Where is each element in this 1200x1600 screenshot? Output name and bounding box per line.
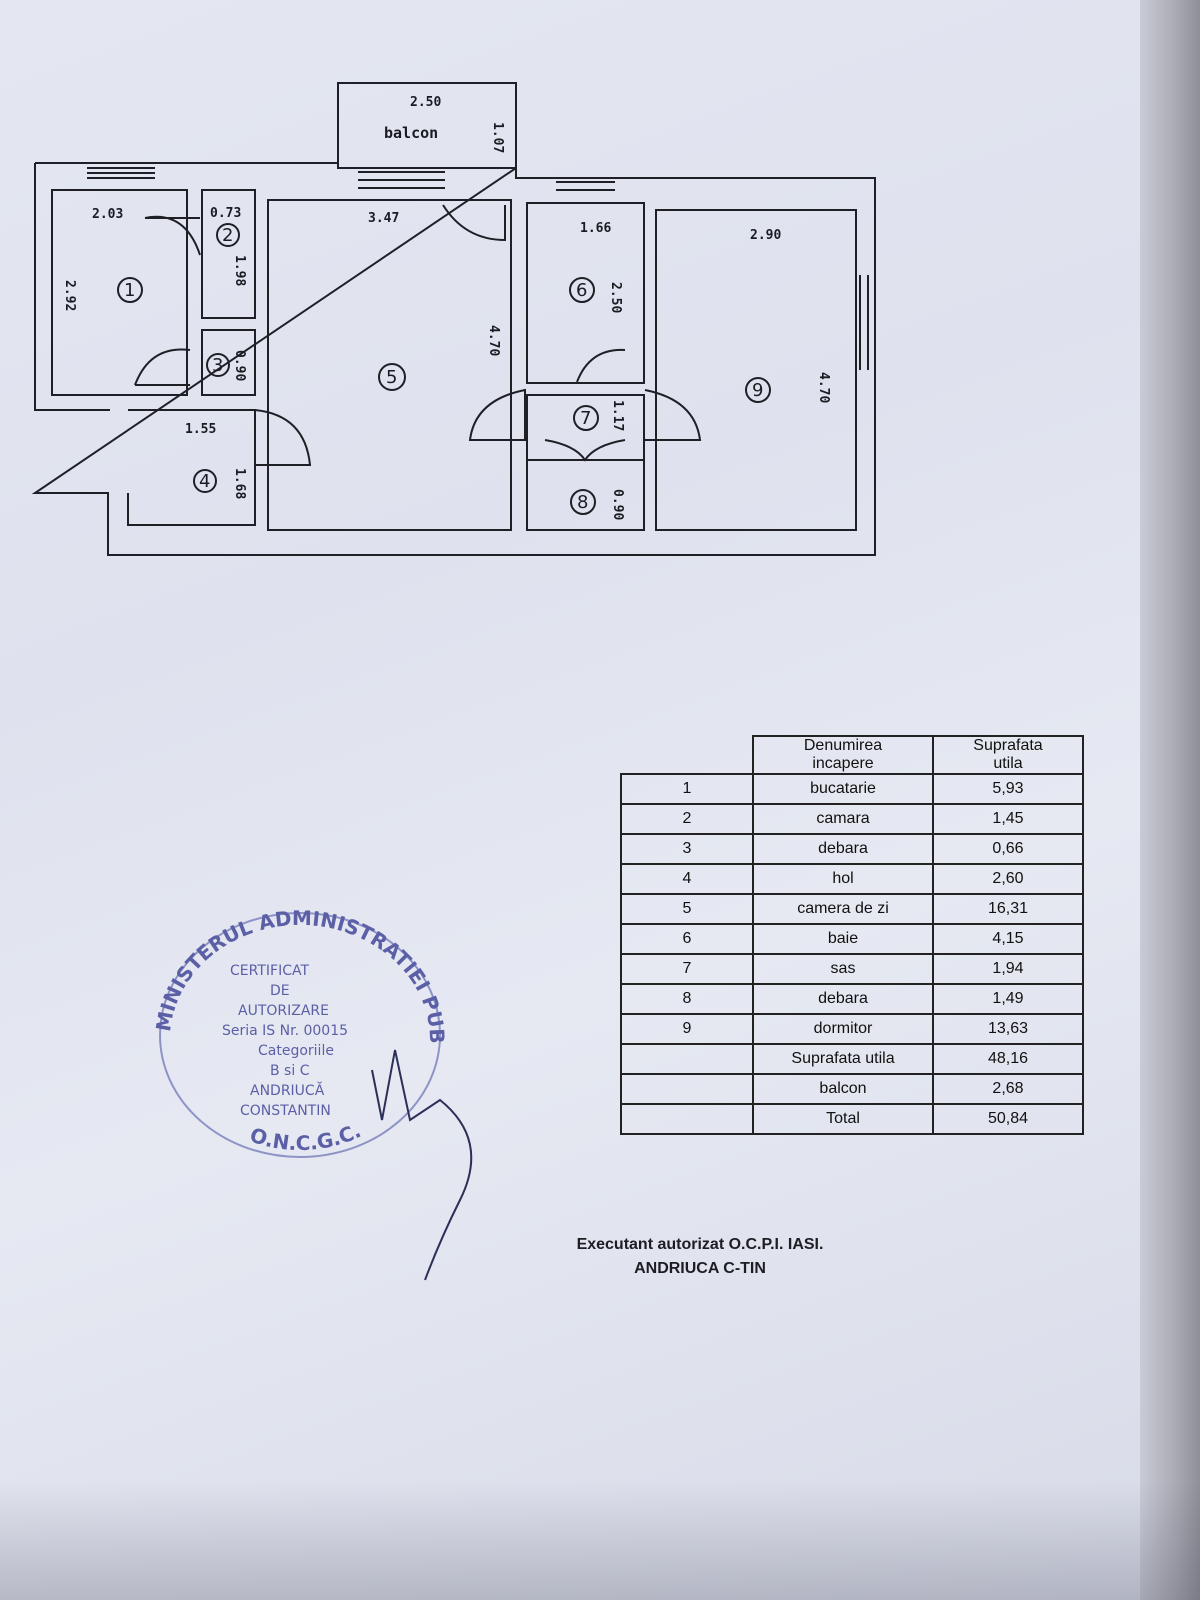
stamp-line-1: CERTIFICAT	[230, 963, 309, 979]
dim-room6-width: 1.66	[580, 221, 611, 236]
bottom-shadow	[0, 1480, 1200, 1600]
dim-room2-width: 0.73	[210, 206, 241, 221]
room-6-circle	[569, 277, 595, 303]
room-5-outline	[267, 199, 512, 531]
dim-room9-depth: 4.70	[816, 372, 831, 403]
room-2-outline	[201, 189, 256, 319]
dim-room7-depth: 1.17	[610, 400, 625, 431]
window-5	[358, 171, 445, 189]
outer-wall-left	[34, 163, 110, 411]
door-7-left	[468, 388, 526, 441]
dim-balcony-width: 2.50	[410, 95, 441, 110]
door-4a	[134, 348, 191, 386]
dim-room5-depth: 4.70	[486, 325, 501, 356]
door-5	[254, 409, 312, 466]
header-area-cell: Suprafata utila	[932, 735, 1084, 775]
stamp-line-2: DE	[270, 983, 290, 999]
page-edge-shadow	[1140, 0, 1200, 1600]
room-6-outline	[526, 202, 645, 384]
dim-room5-width: 3.47	[368, 211, 399, 226]
executor-note: Executant autorizat O.C.P.I. IASI. ANDRI…	[500, 1233, 900, 1281]
dim-room1-depth: 2.92	[62, 280, 77, 311]
room-7-8-outline	[526, 394, 645, 531]
window-9	[859, 275, 869, 370]
stamp-line-4: Seria IS Nr. 00015	[222, 1023, 348, 1039]
dim-room8-depth: 0.90	[610, 489, 625, 520]
room-1-outline	[51, 189, 188, 396]
balcony-outline	[337, 82, 517, 169]
signature	[371, 1049, 473, 1281]
executor-line-1: Executant autorizat O.C.P.I. IASI.	[576, 1236, 824, 1253]
door-balcony	[442, 204, 506, 242]
stamp-ring-text: MINISTERUL ADMINISTRATIEI PUBLICE	[0, 0, 449, 1044]
table-header-row: Denumirea incapere Suprafata utila	[621, 735, 1084, 775]
room-3-circle	[206, 353, 230, 377]
header-name-cell: Denumirea incapere	[752, 735, 934, 775]
dim-room4-width: 1.55	[185, 422, 216, 437]
window-6	[556, 181, 615, 191]
authorization-stamp: MINISTERUL ADMINISTRATIEI PUBLICE O.N.C.…	[0, 0, 449, 1158]
stamp-line-3: AUTORIZARE	[238, 1003, 329, 1019]
dim-room3-depth: 0.90	[232, 350, 247, 381]
room-number-5: 5	[386, 367, 397, 388]
dim-room4-depth: 1.68	[232, 468, 247, 499]
room-number-8: 8	[577, 492, 588, 513]
room-number-7: 7	[580, 408, 591, 429]
room-number-9: 9	[752, 380, 763, 401]
room-1-circle	[117, 277, 143, 303]
window-1	[87, 167, 155, 179]
room-7-circle	[573, 405, 599, 431]
door-6	[576, 348, 626, 383]
room-9-outline	[655, 209, 857, 531]
stamp-line-6: B si C	[270, 1063, 310, 1079]
room-3-outline	[201, 329, 256, 396]
dim-room6-depth: 2.50	[608, 282, 623, 313]
stamp-line-7: ANDRIUCĂ	[250, 1081, 325, 1099]
door-1	[144, 215, 201, 256]
room-8-circle	[570, 489, 596, 515]
room-4-outline	[127, 409, 256, 526]
door-8	[544, 439, 626, 462]
balcony-label: balcon	[384, 124, 438, 142]
door-7-right	[644, 389, 702, 441]
dim-room9-width: 2.90	[750, 228, 781, 243]
dim-room2-depth: 1.98	[232, 255, 247, 286]
stamp-line-8: CONSTANTIN	[240, 1103, 331, 1119]
dim-balcony-depth: 1.07	[490, 122, 505, 153]
room-number-3: 3	[212, 355, 223, 376]
room-9-circle	[745, 377, 771, 403]
room-2-circle	[216, 223, 240, 247]
room-number-4: 4	[199, 471, 210, 492]
outer-wall	[31, 162, 876, 556]
dim-room1-width: 2.03	[92, 207, 123, 222]
room-5-circle	[378, 363, 406, 391]
stamp-line-5: Categoriile	[258, 1043, 334, 1059]
room-number-6: 6	[576, 280, 587, 301]
room-4-circle	[193, 469, 217, 493]
room-number-2: 2	[222, 225, 233, 246]
room-number-1: 1	[124, 280, 135, 301]
executor-line-2: ANDRIUCA C-TIN	[634, 1260, 766, 1277]
